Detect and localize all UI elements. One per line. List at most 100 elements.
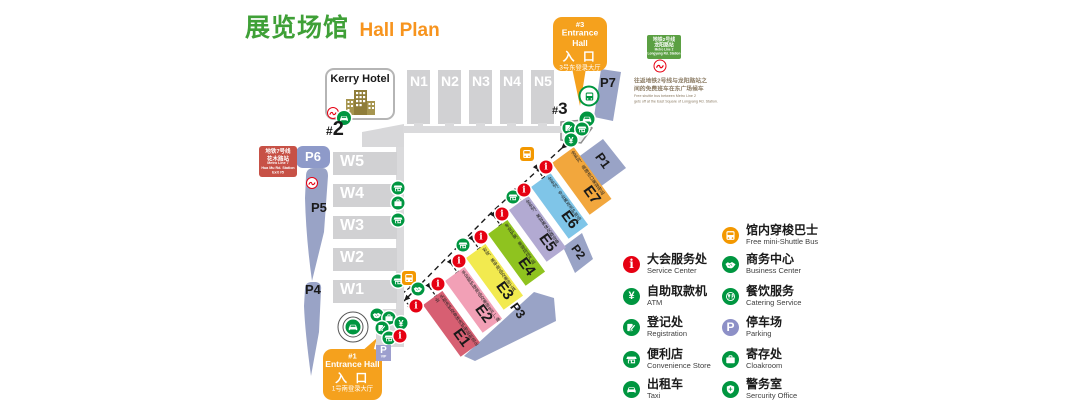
hall-n3: N3: [469, 70, 492, 124]
callout1-sub: 1号南登录大厅: [331, 384, 374, 393]
hall-n5: N5: [531, 70, 554, 124]
taxi-stand-icon: [337, 311, 369, 343]
corridor-vertical: [396, 147, 404, 311]
shuttle-note-zh1: 往返地铁2号线与龙阳路站之: [634, 76, 707, 84]
hall-w3: W3: [333, 216, 397, 239]
callout3-entry: 入 口: [562, 49, 598, 64]
metro-icon: [653, 59, 667, 73]
cloakroom-icon: [391, 196, 405, 210]
legend-zh: 寄存处: [746, 347, 783, 361]
legend-en: Sercurity Office: [746, 391, 798, 401]
parking-p1-shape: [577, 139, 626, 187]
vip-parking-p: P: [380, 345, 387, 356]
taxi-icon: [623, 380, 640, 398]
legend-zh: 警务室: [746, 377, 783, 391]
metro7-zh2: 花木路站: [266, 154, 290, 162]
legend-en: Taxi: [647, 391, 661, 401]
legend-en: Registration: [647, 329, 688, 339]
callout3-title: Entrance Hall: [561, 29, 599, 49]
service-center-icon: i: [517, 183, 531, 197]
parking-p4-shape: [304, 282, 322, 376]
parking-p5-label: P5: [311, 200, 327, 215]
page-title-en: Hall Plan: [359, 20, 440, 41]
legend-en: Parking: [746, 329, 772, 339]
shuttle-bus-icon: [520, 147, 534, 161]
stub-n2: [445, 123, 454, 128]
cloakroom-icon: [382, 311, 396, 325]
stub-n4: [507, 123, 516, 128]
parking-p5-shape: [305, 168, 328, 281]
legend-zh: 大会服务处: [647, 252, 708, 266]
service-center-icon: i: [539, 160, 553, 174]
hall-e2-label: E2: [470, 301, 496, 327]
convenience-store-icon: [382, 331, 396, 345]
legend-zh: 餐饮服务: [746, 284, 795, 298]
metro7-en3: Exit #5: [272, 170, 284, 175]
parking-icon: P: [722, 318, 739, 336]
metro-line7-sign: 地铁7号线 花木路站 Metro Line 7 Hua Mu Rd. Stati…: [259, 146, 297, 177]
hall-e3-label: E3: [492, 277, 517, 303]
legend-zh: 停车场: [746, 315, 783, 329]
store-icon: [623, 350, 640, 368]
service-center-icon: i: [431, 277, 445, 291]
metro-line2-sign: 地铁2号线 龙阳路站 Metro Line 2 Longyang Rd. Sta…: [647, 35, 681, 59]
hall-e6-label: E6: [556, 206, 582, 232]
entrance1-callout: #1 Entrance Hall 入 口 1号南登录大厅: [323, 349, 382, 400]
hall-e5-label: E5: [535, 230, 560, 256]
parking-p3-shape: [464, 292, 556, 361]
hall-w1: W1: [333, 280, 397, 303]
metro2-zh1: 地铁2号线: [652, 36, 676, 43]
metro7-en1: Metro Line 7: [267, 161, 289, 166]
stub-n5: [538, 123, 547, 128]
parking-p6-badge: P6: [296, 146, 330, 168]
shuttle-note-en1: Free shuttle bus between Metro Line 2: [634, 94, 696, 99]
business-center-icon: [370, 308, 384, 322]
legend-zh: 自助取款机: [647, 284, 708, 298]
parking-p4-label: P4: [305, 282, 321, 297]
registration-icon: [562, 121, 576, 135]
hall-w5: W5: [333, 152, 397, 175]
hotel-building-icon: [346, 90, 375, 115]
hall-n4: N4: [500, 70, 523, 124]
shuttle-bus-stop-icon: [578, 85, 600, 107]
shuttle-note-en2: gets off at the East Square of Longyang …: [634, 99, 718, 104]
convenience-store-icon: [391, 181, 405, 195]
metro-icon: [306, 177, 318, 189]
atm-icon: ¥: [623, 287, 640, 305]
legend-en: Convenience Store: [647, 361, 711, 371]
convenience-store-icon: [575, 122, 589, 136]
legend-zh: 馆内穿梭巴士: [746, 223, 819, 237]
parking-p7-label: P7: [600, 75, 616, 90]
legend-en: Catering Service: [746, 298, 802, 308]
atm-icon: ¥: [564, 133, 578, 147]
legend-zh: 出租车: [647, 377, 684, 391]
vip-parking-vip: VIP: [380, 355, 387, 359]
callout1-num: #1: [348, 351, 357, 361]
metro7-en2: Hua Mu Rd. Station: [261, 166, 295, 171]
service-center-icon: i: [409, 299, 423, 313]
business-icon: [722, 255, 739, 273]
service-center-icon: i: [495, 207, 509, 221]
service-center-icon: i: [452, 254, 466, 268]
legend-en: Cloakroom: [746, 361, 783, 371]
page-title: 展览场馆 Hall Plan: [245, 8, 440, 44]
connector-building: [362, 124, 404, 147]
convenience-store-icon: [391, 213, 405, 227]
shuttle-note: 往返地铁2号线与龙阳路站之 间的免费班车在东广场候车 Free shuttle …: [634, 76, 754, 118]
callout1-entry: 入 口: [335, 370, 370, 385]
parking-p2-shape: [563, 233, 593, 273]
service-center-icon: i: [474, 230, 488, 244]
corridor-horizontal: [403, 126, 562, 133]
hall-w4: W4: [333, 184, 397, 207]
security-icon: [722, 380, 739, 398]
hall-n2: N2: [438, 70, 461, 124]
